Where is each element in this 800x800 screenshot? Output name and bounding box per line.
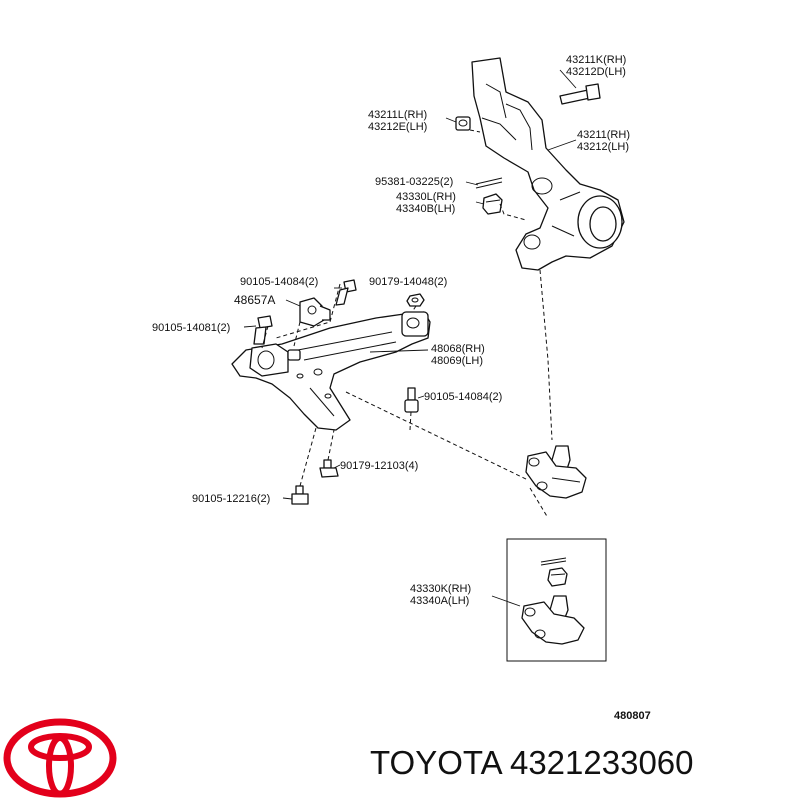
ball-joint-kit: [521, 557, 585, 645]
label-cotter-pin-top: 95381-03225(2): [375, 176, 453, 188]
bolt-a-icon: [335, 279, 357, 306]
label-lower-arm-lh: 48069(LH): [431, 355, 483, 367]
knuckle-nut-icon: [455, 116, 471, 131]
toyota-logo-icon: [3, 718, 117, 798]
label-bolt-a: 90105-14084(2): [240, 276, 318, 288]
steering-knuckle: [471, 57, 625, 271]
ball-joint-kit-box: [506, 538, 607, 662]
castle-nut-icon: [482, 193, 503, 215]
label-knuckle-lh: 43212(LH): [577, 141, 629, 153]
bolt-d-icon: [291, 485, 309, 505]
leader-lines: [243, 69, 577, 607]
brand-part-number: TOYOTA 4321233060: [370, 744, 694, 781]
cotter-pin-top-icon: [475, 177, 503, 189]
label-bolt-c: 90105-14084(2): [424, 391, 502, 403]
label-knuckle-nut-rh: 43211L(RH): [368, 109, 427, 121]
bracket-icon: [299, 297, 331, 327]
label-bracket: 48657A: [234, 293, 275, 307]
bolt-b-icon: [253, 315, 273, 345]
label-lower-arm-rh: 48068(RH): [431, 343, 485, 355]
diagram-reference-code: 480807: [614, 710, 651, 722]
knuckle-bolt-icon: [559, 83, 601, 105]
lower-control-arm: [231, 311, 431, 431]
label-knuckle-nut-lh: 43212E(LH): [368, 121, 427, 133]
label-castle-nut-rh: 43330L(RH): [396, 191, 456, 203]
label-ball-joint-kit-rh: 43330K(RH): [410, 583, 471, 595]
label-knuckle-bolt-lh: 43212D(LH): [566, 66, 626, 78]
label-bolt-d: 90105-12216(2): [192, 493, 270, 505]
ball-joint-assembled: [525, 445, 587, 499]
bolt-c-icon: [404, 387, 419, 413]
label-bolt-b: 90105-14081(2): [152, 322, 230, 334]
label-ball-joint-kit-lh: 43340A(LH): [410, 595, 469, 607]
nut-b-icon: [319, 459, 339, 478]
label-knuckle-rh: 43211(RH): [577, 129, 630, 141]
label-knuckle-bolt-rh: 43211K(RH): [566, 54, 626, 66]
nut-a-icon: [406, 293, 425, 307]
label-nut-a: 90179-14048(2): [369, 276, 447, 288]
label-castle-nut-lh: 43340B(LH): [396, 203, 455, 215]
part-labels: 43211K(RH) 43212D(LH) 43211L(RH) 43212E(…: [152, 54, 651, 722]
assembly-dashed-lines: [261, 129, 553, 519]
label-nut-b: 90179-12103(4): [340, 460, 418, 472]
